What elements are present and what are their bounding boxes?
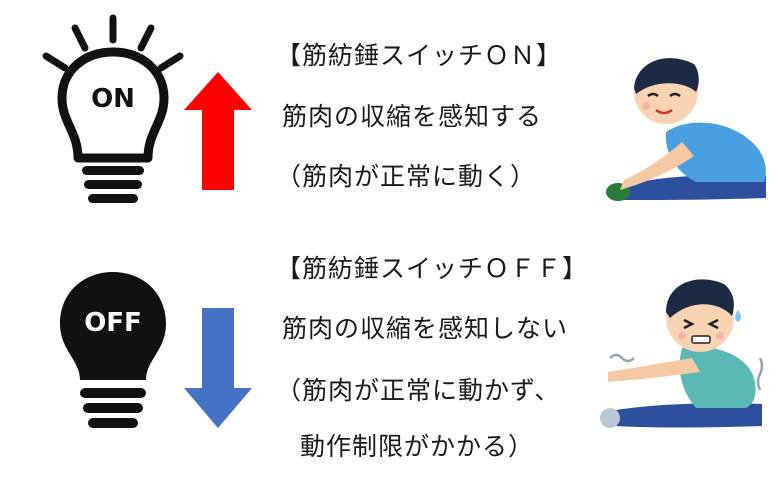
off-description-line-3: 動作制限がかかる） <box>300 432 535 461</box>
bulb-label-on: ON <box>91 84 135 114</box>
lightbulb-on-icon: ON <box>28 10 198 220</box>
person-stretching-strained-illustration <box>596 262 776 442</box>
bulb-label-off: OFF <box>84 308 142 338</box>
on-description-line-2: （筋肉が正常に動く） <box>276 162 537 191</box>
down-arrow-icon <box>184 308 252 428</box>
on-title: 【筋紡錘スイッチＯＮ】 <box>276 41 563 70</box>
off-title: 【筋紡錘スイッチＯＦＦ】 <box>276 254 589 283</box>
off-description-line-1: 筋肉の収縮を感知しない <box>282 314 569 343</box>
on-description-line-1: 筋肉の収縮を感知する <box>282 102 543 131</box>
person-stretching-easily-illustration <box>596 48 774 206</box>
lightbulb-off-icon: OFF <box>48 268 178 438</box>
off-description-line-2: （筋肉が正常に動かず、 <box>276 376 561 405</box>
up-arrow-icon <box>184 72 252 190</box>
